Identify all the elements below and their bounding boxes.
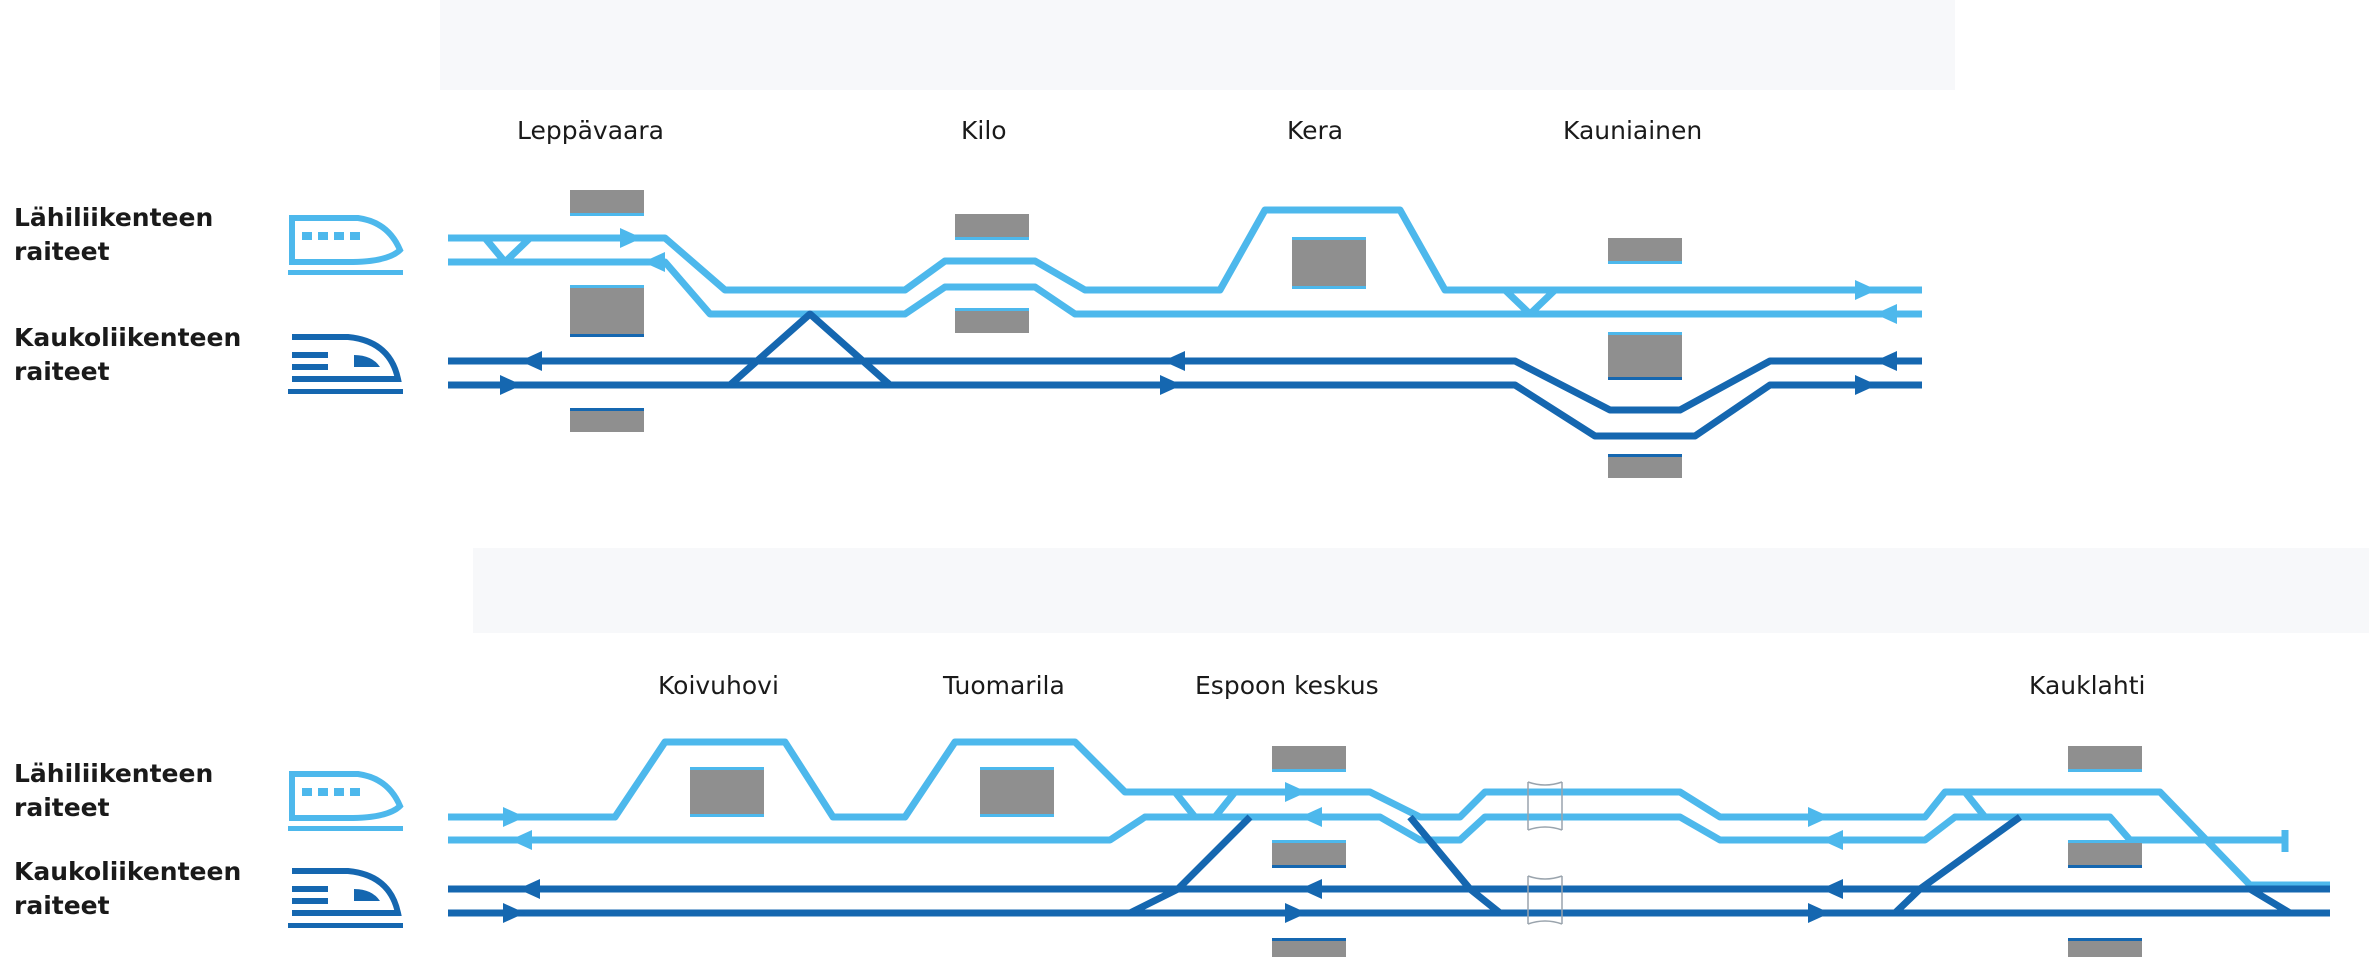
local-track-top-2 [448,258,1922,318]
legend-long-line2: raiteet [14,357,110,386]
long-crossover-kauklahti [1892,814,2292,917]
commuter-train-icon [288,215,404,275]
platform [570,408,644,432]
arrow-long-left [1875,351,1897,371]
local-track-top-1 [448,206,1922,294]
arrow-long-left [520,351,542,371]
arrow-local-right [1808,807,1830,827]
arrow-local-left [1875,304,1897,324]
platform [980,767,1054,817]
platform [2068,840,2142,868]
platform [570,190,644,216]
local-crossover-kauklahti [1962,789,1988,820]
arrow-long-right [1808,903,1830,923]
arrow-local-right [620,228,642,248]
arrow-long-right [1160,375,1182,395]
legend-long-line2: raiteet [14,891,110,920]
arrow-long-right [1285,903,1307,923]
legend-local-line2: raiteet [14,793,110,822]
arrow-local-left [1821,830,1843,850]
bottom-section: Koivuhovi Tuomarila Espoon keskus Kaukla… [14,671,2330,957]
top-section: Leppävaara Kilo Kera Kauniainen Lähiliik… [14,116,1922,478]
platform [2068,938,2142,957]
commuter-train-icon [288,771,404,831]
bridge-icon [1527,781,1563,925]
platform [2068,746,2142,772]
station-label-tuomarila: Tuomarila [942,671,1065,700]
top-section-header [440,0,1955,90]
arrow-local-left [1300,807,1322,827]
bottom-section-header [473,548,2369,633]
station-label-kauniainen: Kauniainen [1563,116,1702,145]
long-track-top-1 [448,357,1922,414]
platform [570,285,644,337]
arrow-local-left [510,830,532,850]
station-label-koivuhovi: Koivuhovi [658,671,779,700]
station-label-espoon-keskus: Espoon keskus [1195,671,1379,700]
intercity-train-icon [288,868,403,928]
local-crossover-espoo [1172,789,1238,820]
legend-local-line1: Lähiliikenteen [14,203,213,232]
local-track-bottom-2 [448,813,2285,844]
arrow-long-right [500,375,522,395]
arrow-long-left [518,879,540,899]
station-label-kilo: Kilo [961,116,1007,145]
long-crossover-leppavaara [727,310,893,388]
arrow-local-left [643,252,665,272]
legend-local-line1: Lähiliikenteen [14,759,213,788]
legend-long-line1: Kaukoliikenteen [14,857,241,886]
platform [1272,746,1346,772]
platform [1608,454,1682,478]
arrow-long-right [1855,375,1877,395]
local-crossover-kauniainen [1502,287,1558,317]
platform [955,214,1029,240]
arrow-long-left [1300,879,1322,899]
arrow-local-right [503,807,525,827]
platform [1608,238,1682,264]
platform [955,308,1029,333]
platform [1608,332,1682,380]
arrow-long-left [1821,879,1843,899]
intercity-train-icon [288,334,403,394]
long-crossover-espoo [1128,814,1503,917]
arrow-long-left [1163,351,1185,371]
platform [1272,840,1346,868]
platform [690,767,764,817]
station-label-kera: Kera [1287,116,1343,145]
platform [1272,938,1346,957]
platform [1292,237,1366,289]
arrow-local-right [1285,782,1307,802]
long-track-top-2 [448,381,1922,440]
arrow-long-right [503,903,525,923]
local-crossover-leppavaara [482,235,533,265]
station-label-kauklahti: Kauklahti [2029,671,2145,700]
station-label-leppavaara: Leppävaara [517,116,664,145]
legend-local-line2: raiteet [14,237,110,266]
local-track-bottom-1 [448,738,2330,889]
legend-long-line1: Kaukoliikenteen [14,323,241,352]
arrow-local-right [1855,280,1877,300]
